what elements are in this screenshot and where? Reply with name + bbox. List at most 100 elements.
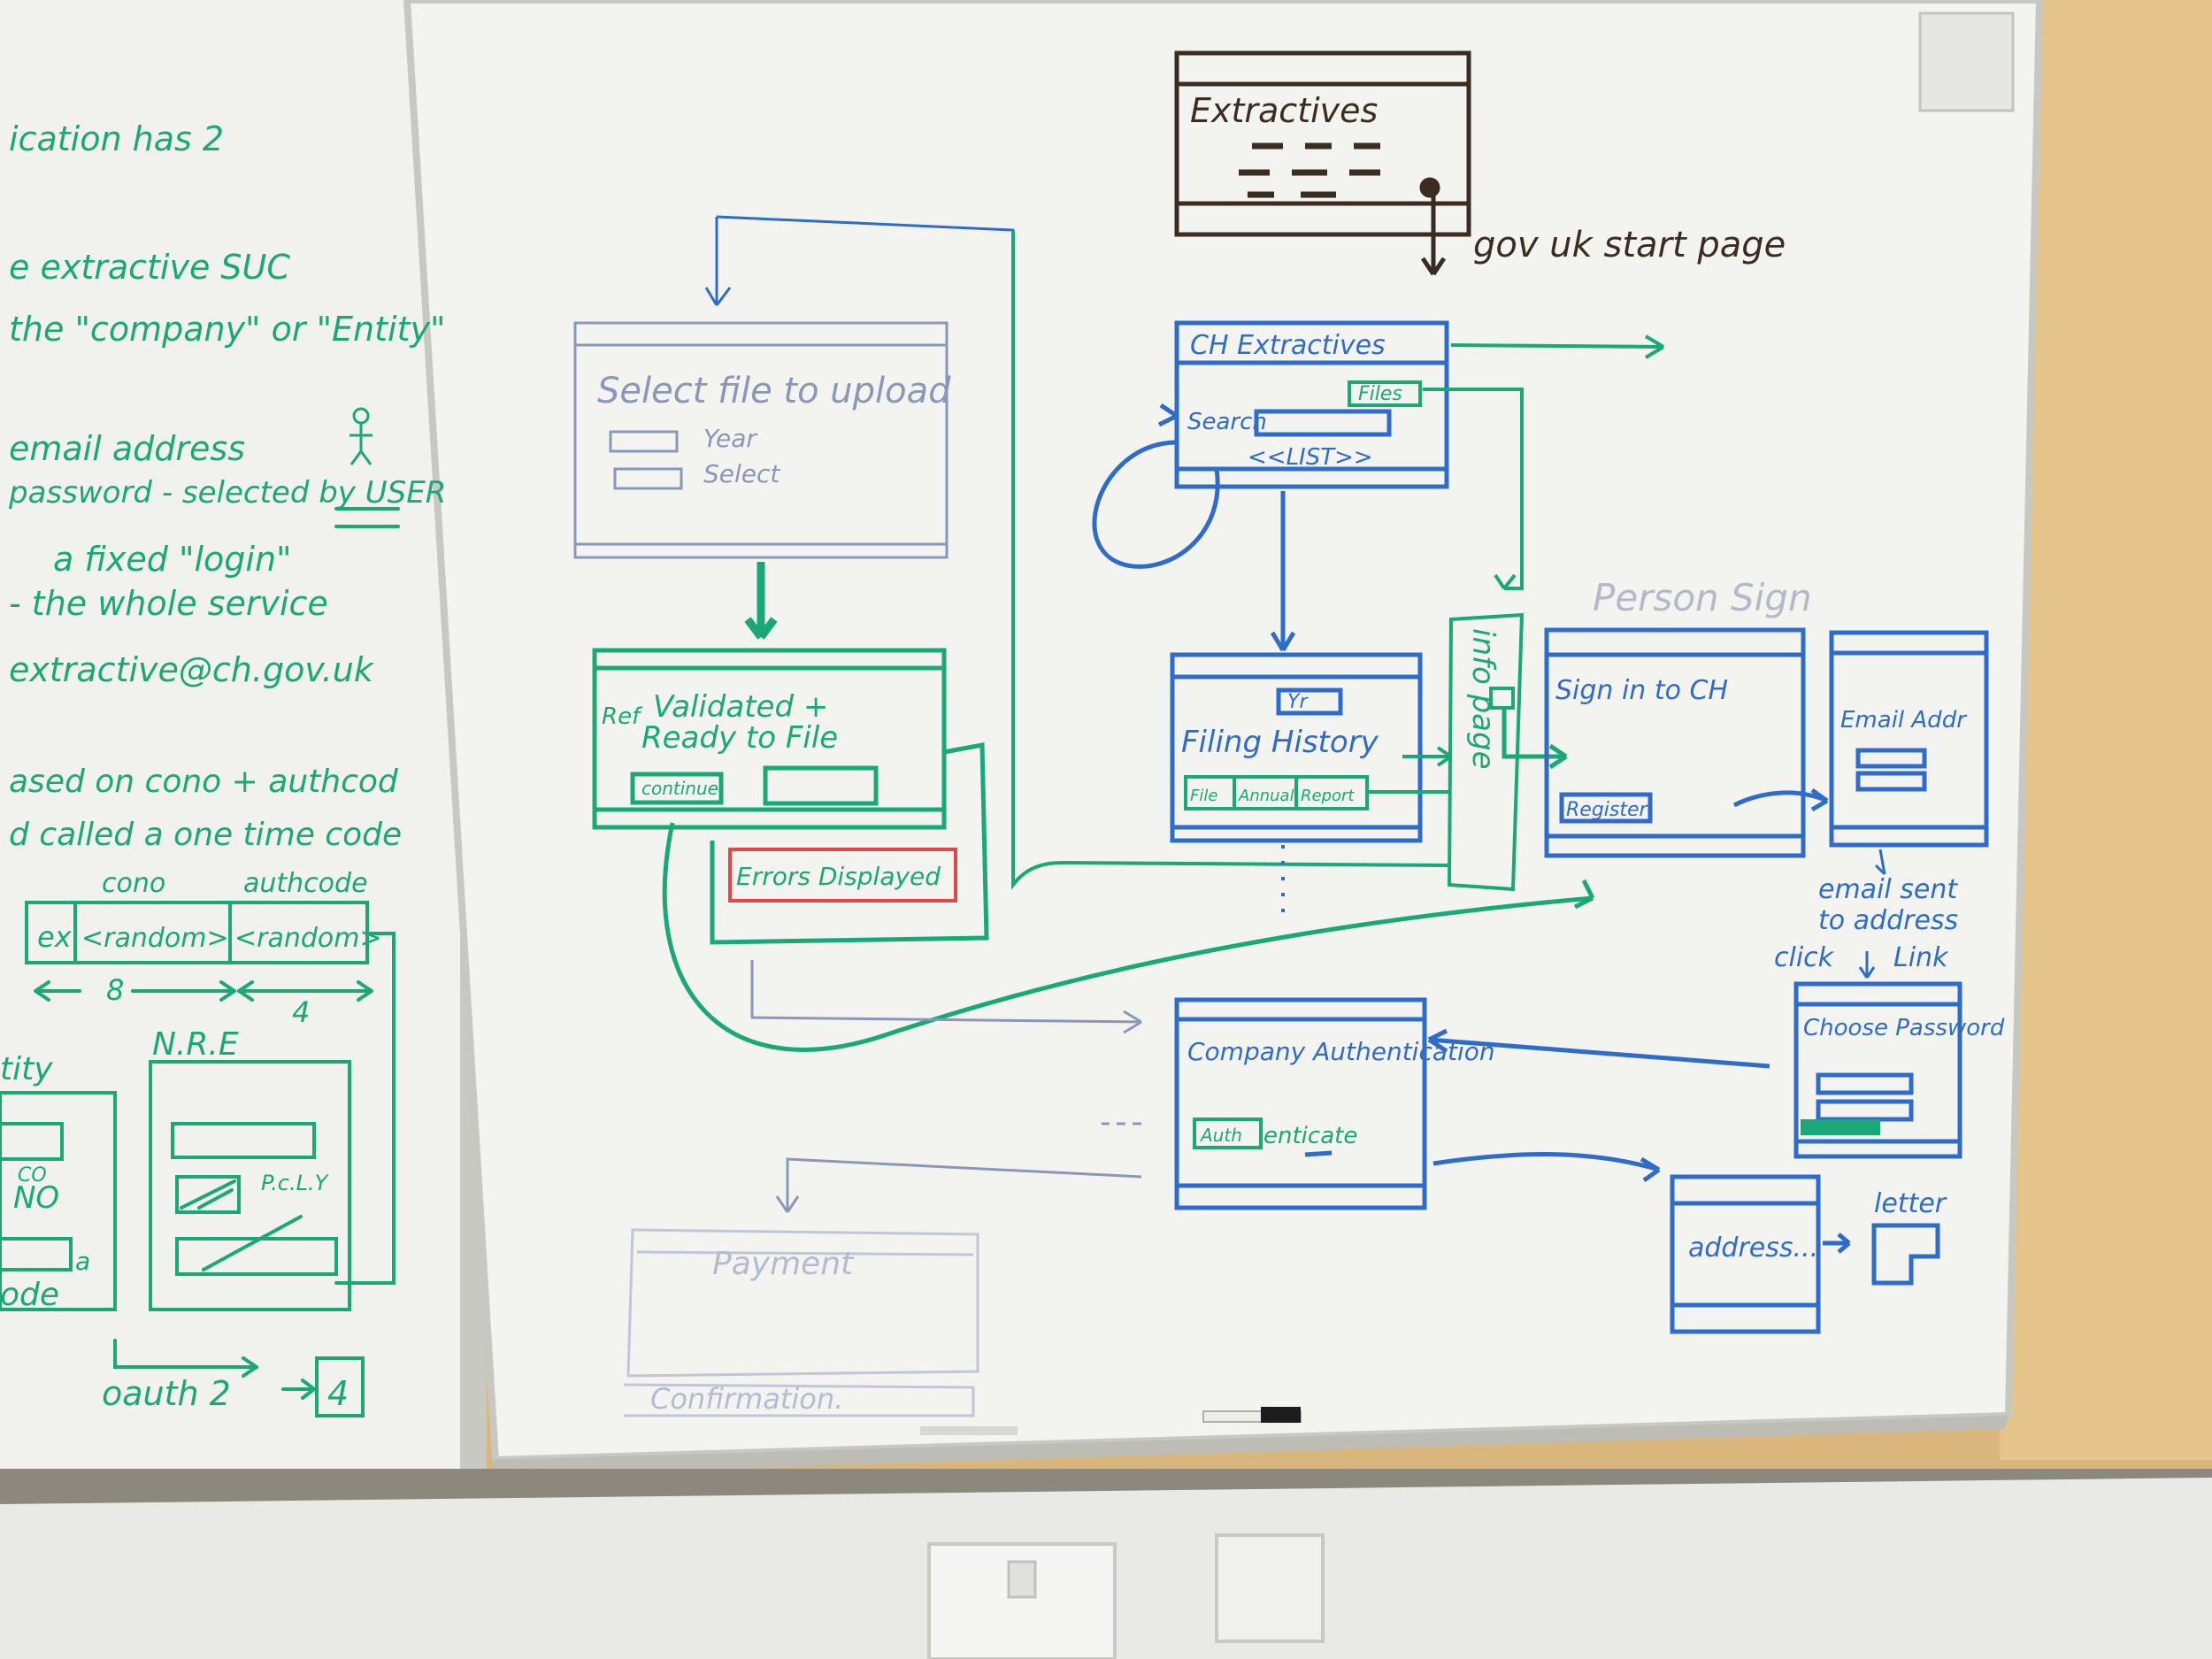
left-note-line-8: extractive@ch.gov.uk xyxy=(9,650,375,689)
register-button: Register xyxy=(1566,799,1649,821)
payment-label: Payment xyxy=(712,1246,855,1282)
email-sent-line-2: to address xyxy=(1818,905,1958,936)
ch-extractives-title: CH Extractives xyxy=(1190,330,1386,361)
code-cell-prefix: ex xyxy=(37,920,73,954)
socket-switch xyxy=(1007,1560,1037,1599)
search-field xyxy=(1254,409,1392,437)
auth-to-address-arrow xyxy=(1432,1152,1661,1183)
placeholder-text-lines xyxy=(1239,142,1380,198)
length-4: 4 xyxy=(292,995,310,1029)
files-to-info-arrow xyxy=(1423,388,1524,590)
errors-displayed-box xyxy=(728,848,957,902)
left-note-line-6: a fixed "login" xyxy=(53,540,292,579)
select-file-title: Select file to upload xyxy=(597,371,951,411)
oauth-box xyxy=(315,1356,365,1417)
entity-box xyxy=(0,1091,117,1311)
errors-panel-frame xyxy=(710,742,989,945)
choose-password-frame xyxy=(1793,981,1962,1159)
board-instructions-label xyxy=(1918,12,2015,112)
extractives-start-frame xyxy=(1174,50,1471,237)
marker-pen xyxy=(920,1426,1018,1435)
file-button: File xyxy=(1190,787,1217,805)
annual-button: Annual xyxy=(1238,787,1294,805)
filing-history-title: Filing History xyxy=(1181,725,1379,760)
validated-prefix: Ref xyxy=(602,703,643,730)
co-label: CO xyxy=(18,1164,47,1187)
company-auth-title: Company Authentication xyxy=(1187,1037,1495,1066)
select-label: Select xyxy=(703,459,780,488)
email-addr-title: Email Addr xyxy=(1840,707,1968,733)
left-note-line-2: e extractive SUC xyxy=(9,248,290,287)
confirmation-frame xyxy=(623,1383,975,1417)
code-cell-cono: <random> xyxy=(81,923,229,954)
validated-line-1: Validated + xyxy=(653,689,828,725)
year-label: Year xyxy=(703,424,757,453)
left-note-line-10: d called a one time code xyxy=(9,817,402,853)
arrow-to-filing-history xyxy=(1270,491,1296,652)
email-sent-link: Link xyxy=(1893,942,1949,973)
code-cell-auth: <random> xyxy=(234,923,382,954)
left-note-line-3: the "company" or "Entity" xyxy=(9,310,445,349)
upload-entry-arrow xyxy=(704,215,1015,885)
auth-button-outline xyxy=(1193,1118,1263,1149)
errors-to-auth-arrow xyxy=(750,960,1142,1034)
email-sent-click: click xyxy=(1774,942,1835,973)
board-ledge xyxy=(491,1416,2008,1476)
info-page-label: info page xyxy=(1465,628,1501,770)
sign-in-frame xyxy=(1544,627,1806,858)
entity-label: tity xyxy=(0,1051,53,1087)
left-note-line-1: ication has 2 xyxy=(9,119,224,158)
continue-button: continue xyxy=(641,778,718,799)
ch-extractives-frame xyxy=(1174,320,1449,489)
choose-password-title: Choose Password xyxy=(1803,1015,2005,1041)
gov-uk-start-page-label: gov uk start page xyxy=(1473,225,1786,265)
left-note-line-7: - the whole service xyxy=(9,584,328,623)
left-note-line-9: ased on cono + authcod xyxy=(9,764,399,800)
email-addr-frame xyxy=(1829,630,1989,848)
search-label: Search xyxy=(1187,409,1267,435)
code-header-cono: cono xyxy=(102,868,165,899)
length-8: 8 xyxy=(106,973,124,1007)
exit-arrow xyxy=(1450,334,1665,359)
code-header-authcode: authcode xyxy=(243,868,368,899)
password-to-auth-arrow xyxy=(1427,1028,1770,1069)
authenticate-label: enticate xyxy=(1263,1123,1357,1149)
company-auth-frame xyxy=(1174,997,1427,1210)
register-to-email-arrow xyxy=(1732,787,1829,812)
address-label: address... xyxy=(1688,1233,1818,1263)
address-frame xyxy=(1670,1174,1821,1334)
continue-button-outline xyxy=(630,772,724,805)
nre-label: N.R.E xyxy=(152,1026,239,1063)
a-label: a xyxy=(75,1247,90,1276)
network-socket xyxy=(1215,1533,1325,1643)
pcly-label: P.c.L.Y xyxy=(261,1171,330,1195)
files-button: Files xyxy=(1358,383,1402,405)
person-sign-label: Person Sign xyxy=(1593,576,1812,619)
auth-button: Auth xyxy=(1199,1125,1242,1146)
payment-frame xyxy=(626,1228,979,1378)
validated-frame xyxy=(592,648,947,830)
register-button-outline xyxy=(1559,792,1653,824)
sign-in-title: Sign in to CH xyxy=(1555,675,1728,706)
auth-to-payment-arrow xyxy=(775,1157,1142,1213)
errors-displayed-label: Errors Displayed xyxy=(736,862,941,891)
info-page-frame xyxy=(1447,612,1525,892)
list-placeholder: <<LIST>> xyxy=(1248,444,1373,471)
confirmation-label: Confirmation. xyxy=(650,1382,843,1416)
long-return-line xyxy=(1011,230,1452,890)
select-file-frame xyxy=(573,321,949,559)
year-selector-outline xyxy=(1276,687,1343,716)
extractives-title: Extractives xyxy=(1190,91,1378,130)
letter-icon xyxy=(1871,1223,1940,1286)
oauth-label: oauth 2 xyxy=(102,1374,231,1413)
year-selector: Yr xyxy=(1287,691,1309,713)
report-button: Report xyxy=(1301,787,1355,805)
letter-label: letter xyxy=(1874,1188,1947,1219)
second-button-outline xyxy=(763,765,879,806)
email-sent-line-1: email sent xyxy=(1818,874,1958,905)
left-note-line-4: email address xyxy=(9,429,245,468)
files-button-outline xyxy=(1348,380,1422,407)
filing-history-frame xyxy=(1170,652,1423,843)
search-loop-arrow xyxy=(1092,440,1220,569)
